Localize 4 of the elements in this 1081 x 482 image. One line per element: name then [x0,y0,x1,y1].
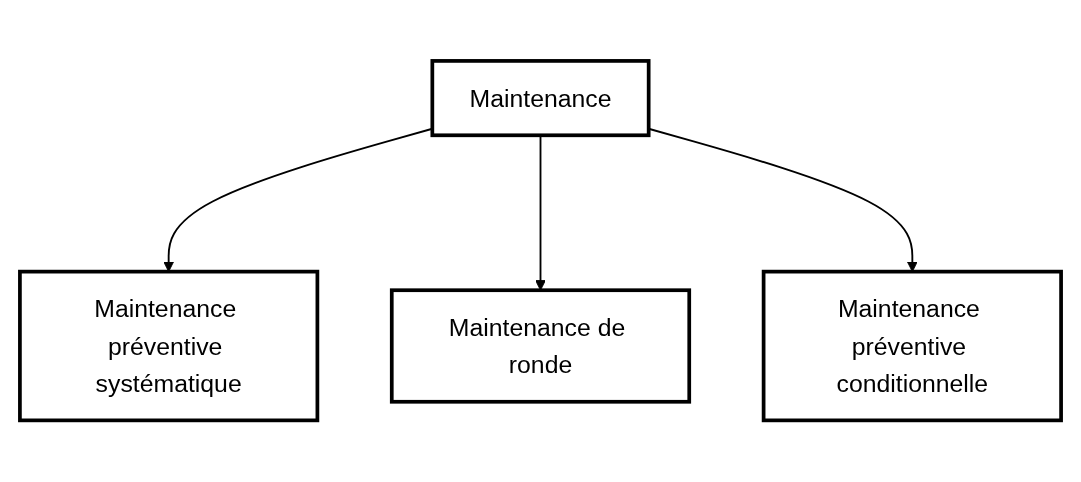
node-box: Maintenance [430,59,651,138]
node-box: Maintenance préventive conditionnelle [761,270,1063,423]
node-box: Maintenance préventive systématique [18,270,320,423]
node-box: Maintenance de ronde [389,288,692,404]
